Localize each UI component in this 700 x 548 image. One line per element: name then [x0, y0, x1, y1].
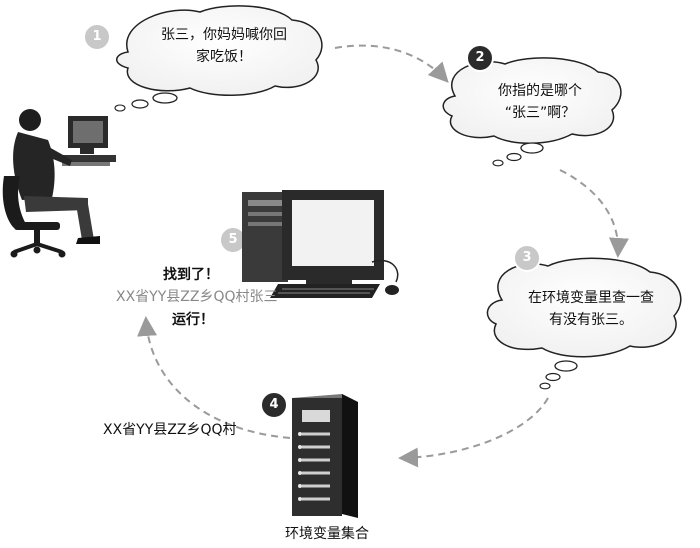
step-badge-5-number: 5 — [228, 232, 238, 247]
step-badge-1 — [83, 23, 111, 51]
arrow-2-to-3 — [559, 169, 629, 258]
step-badge-3 — [513, 244, 541, 272]
step-badge-4-number: 4 — [269, 397, 279, 412]
step-badge-2 — [466, 44, 494, 72]
bubble-3-line-2: 有没有张三。 — [549, 312, 633, 328]
step-5-path-label: XX省YY县ZZ乡QQ村张三 — [116, 289, 278, 305]
step-badge-4 — [260, 391, 288, 419]
arrow-1-to-2 — [334, 44, 449, 83]
arrow-3-to-4 — [398, 397, 549, 468]
bubble-1-text: 张三，你妈妈喊你回 家吃饭！ — [134, 24, 314, 68]
bubble-2-text: 你指的是哪个 “张三”啊？ — [470, 80, 610, 124]
desktop-computer-icon — [242, 190, 399, 298]
step-badge-3-number: 3 — [522, 250, 532, 265]
step-5-found-label: 找到了！ — [163, 267, 219, 283]
step-5-run-label: 运行！ — [172, 312, 214, 328]
thought-bubble-3 — [486, 257, 682, 390]
bubble-1-line-1: 张三，你妈妈喊你回 — [161, 27, 287, 43]
thought-bubble-1 — [114, 5, 323, 112]
person-at-computer-icon — [2, 109, 116, 258]
step-4-label: XX省YY县ZZ乡QQ村 — [103, 422, 237, 438]
bubble-1-line-2: 家吃饭！ — [196, 49, 252, 65]
server-cabinet-icon — [292, 394, 358, 518]
bubble-2-line-1: 你指的是哪个 — [498, 83, 582, 99]
server-caption: 环境变量集合 — [285, 526, 369, 542]
thought-bubble-2 — [442, 57, 622, 167]
bubble-3-text: 在环境变量里查一查 有没有张三。 — [508, 287, 674, 331]
arrow-4-to-5 — [137, 316, 291, 439]
step-badge-2-number: 2 — [475, 50, 485, 65]
bubble-2-line-2: “张三”啊？ — [504, 105, 576, 121]
bubble-3-line-1: 在环境变量里查一查 — [528, 290, 654, 306]
step-badge-1-number: 1 — [92, 29, 102, 44]
flow-arrows — [137, 44, 629, 468]
